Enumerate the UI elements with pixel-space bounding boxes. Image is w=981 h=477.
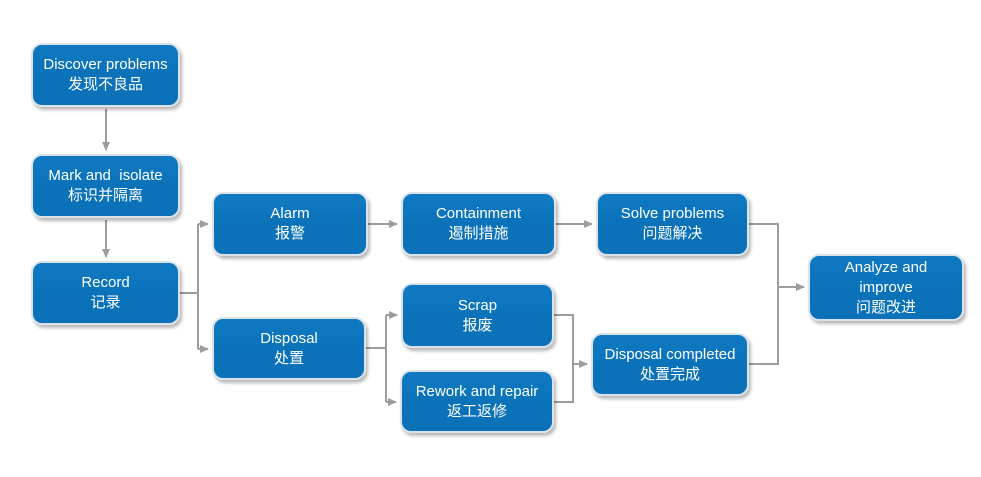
node-label-zh: 遏制措施 — [448, 225, 509, 242]
node-label-en: Mark and isolate — [48, 167, 163, 184]
node-scrap: Scrap 报废 — [401, 283, 554, 348]
node-label-en: Disposal — [260, 329, 318, 347]
node-label-zh: 返工返修 — [446, 402, 507, 420]
node-disposal-completed: Disposal completed 处置完成 — [591, 333, 749, 396]
node-label-en: Rework and repair — [415, 382, 539, 400]
node-label-zh: 记录 — [90, 294, 121, 311]
node-analyze-and-improve: Analyze and improve 问题改进 — [808, 254, 964, 321]
node-label-zh: 处置完成 — [639, 365, 700, 383]
node-solve-problems: Solve problems 问题解决 — [596, 192, 749, 256]
node-label-en: Alarm — [270, 205, 310, 222]
node-containment: Containment 遏制措施 — [401, 192, 556, 256]
node-label-en: Disposal completed — [604, 345, 736, 363]
node-discover-problems: Discover problems 发现不良品 — [31, 43, 180, 107]
node-mark-and-isolate: Mark and isolate 标识并隔离 — [31, 154, 180, 218]
connector-solve-merge — [749, 223, 779, 287]
connector-scrap-merge — [554, 314, 574, 364]
node-label-en: Discover problems — [43, 56, 168, 73]
node-label-en: Containment — [435, 205, 522, 222]
node-alarm: Alarm 报警 — [212, 192, 368, 256]
node-label-en: Scrap — [457, 296, 498, 314]
node-label-zh: 处置 — [273, 349, 304, 367]
connector-rework-merge — [554, 364, 574, 403]
node-record: Record 记录 — [31, 261, 180, 325]
node-label-en: Analyze and improve — [844, 258, 928, 296]
connector-disposal-completed-merge — [749, 287, 779, 365]
node-label-en: Solve problems — [620, 205, 725, 222]
node-label-zh: 报警 — [274, 225, 305, 242]
node-rework-and-repair: Rework and repair 返工返修 — [400, 370, 554, 433]
node-label-zh: 标识并隔离 — [67, 187, 143, 204]
node-label-en: Record — [81, 274, 130, 291]
node-label-zh: 问题解决 — [642, 225, 703, 242]
node-label-zh: 报废 — [462, 316, 493, 334]
node-label-zh: 问题改进 — [855, 298, 916, 316]
node-label-zh: 发现不良品 — [67, 76, 143, 93]
node-disposal: Disposal 处置 — [212, 317, 366, 380]
